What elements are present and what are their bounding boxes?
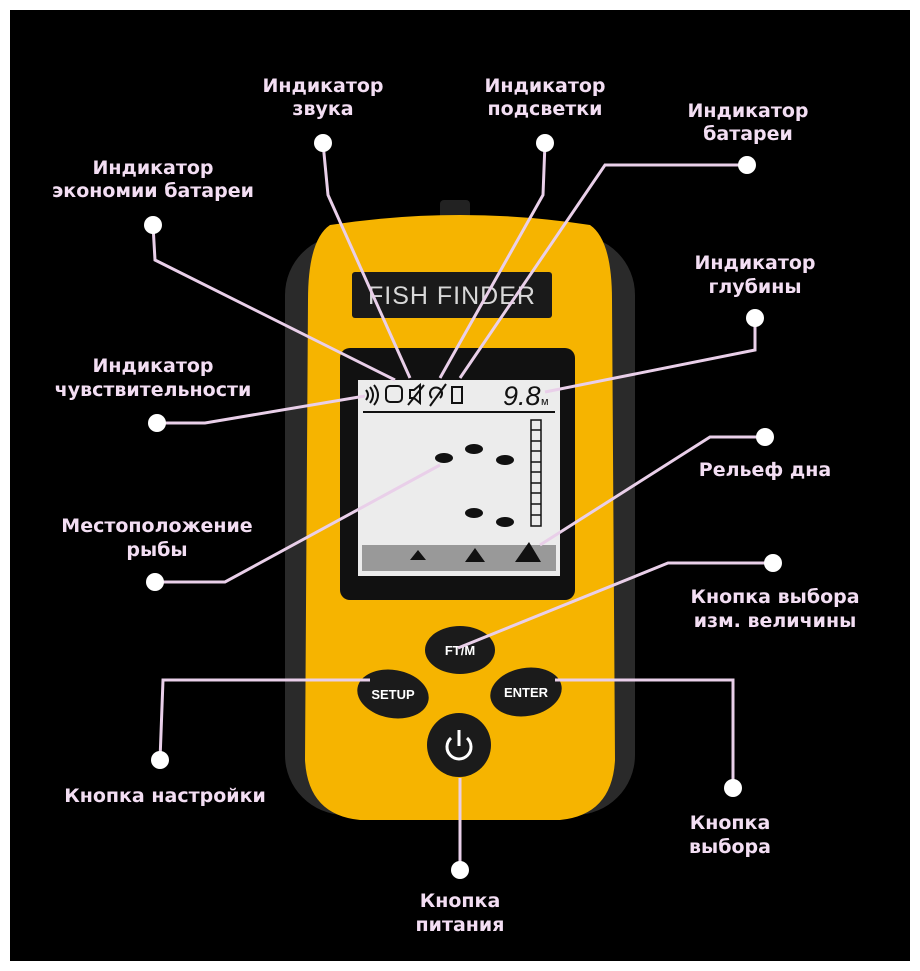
depth-scale — [530, 419, 542, 527]
label-depth-1: Индикатор — [694, 252, 815, 274]
fish-icon — [496, 517, 514, 527]
enter-button[interactable] — [486, 662, 565, 722]
label-bottom: Рельеф дна — [699, 459, 831, 481]
depth-unit: м — [541, 396, 549, 408]
fish-icon — [465, 508, 483, 518]
rocks — [410, 542, 541, 562]
label-battery-1: Индикатор — [687, 100, 808, 122]
label-sound-2: звука — [292, 98, 353, 120]
ftm-button-label: FT/M — [445, 643, 475, 658]
fish-icon — [435, 453, 453, 463]
leader-dots — [144, 134, 782, 879]
label-fish-2: рыбы — [126, 539, 187, 561]
depth-value: 9.8 — [503, 381, 541, 411]
label-sound-1: Индикатор — [262, 75, 383, 97]
label-power-2: питания — [416, 914, 505, 936]
label-saver-1: Индикатор — [92, 157, 213, 179]
callout-labels: Индикатор звука Индикатор подсветки Инди… — [52, 75, 860, 936]
label-depth-2: глубины — [708, 276, 801, 298]
label-battery-2: батареи — [703, 123, 793, 145]
fish-finder-device: FISH FINDER 9.8 м FT/M S — [285, 200, 635, 820]
label-enter-2: выбора — [689, 836, 771, 858]
label-unit-2: изм. величины — [694, 610, 857, 632]
label-saver-2: экономии батареи — [52, 180, 254, 202]
label-sensitivity-1: Индикатор — [92, 355, 213, 377]
label-enter-1: Кнопка — [690, 812, 771, 834]
label-setup: Кнопка настройки — [64, 785, 266, 807]
fish-icon — [465, 444, 483, 454]
fish-icon — [496, 455, 514, 465]
ftm-button[interactable] — [425, 626, 495, 674]
brand-plate — [352, 272, 552, 318]
label-backlight-1: Индикатор — [484, 75, 605, 97]
power-icon — [445, 730, 473, 761]
battery-saver-icon — [385, 385, 403, 403]
enter-button-label: ENTER — [504, 685, 549, 700]
setup-button[interactable] — [353, 664, 432, 724]
backlight-icon — [429, 383, 447, 407]
battery-icon — [451, 386, 463, 404]
label-sensitivity-2: чувствительности — [55, 379, 252, 401]
label-unit-1: Кнопка выбора — [690, 586, 859, 608]
label-power-1: Кнопка — [420, 890, 501, 912]
label-backlight-2: подсветки — [488, 98, 603, 120]
label-fish-1: Местоположение — [61, 515, 252, 537]
leader-lines — [151, 142, 773, 870]
sensitivity-icon — [365, 384, 379, 406]
fish-icons — [435, 444, 514, 527]
brand-label: FISH FINDER — [368, 282, 536, 310]
sound-off-icon — [407, 382, 425, 406]
setup-button-label: SETUP — [371, 687, 415, 702]
